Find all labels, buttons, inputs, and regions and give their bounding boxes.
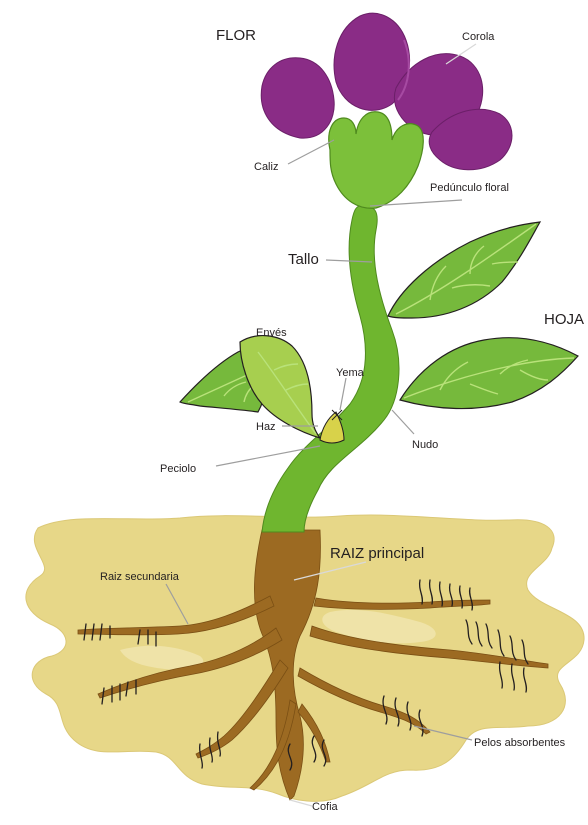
- label-pedunculo-floral: Pedúnculo floral: [430, 182, 509, 194]
- leaf-lower: [400, 338, 578, 409]
- petal: [261, 58, 334, 138]
- leader-nudo: [392, 410, 414, 434]
- label-tallo: Tallo: [288, 251, 319, 268]
- leader-yema: [340, 378, 346, 410]
- label-flor: FLOR: [216, 27, 256, 44]
- label-nudo: Nudo: [412, 439, 438, 451]
- label-enves: Envés: [256, 327, 287, 339]
- leaf-left: [180, 336, 320, 438]
- label-yema: Yema: [336, 367, 365, 379]
- leaf-upper: [388, 222, 540, 318]
- label-cofia: Cofia: [312, 801, 339, 813]
- label-haz: Haz: [256, 421, 276, 433]
- label-caliz: Caliz: [254, 161, 278, 173]
- label-pelos-absorbentes: Pelos absorbentes: [474, 737, 566, 749]
- label-hoja: HOJA: [544, 311, 584, 328]
- label-raiz-secundaria: Raiz secundaria: [100, 571, 180, 583]
- label-peciolo: Peciolo: [160, 463, 196, 475]
- calyx: [329, 112, 424, 209]
- leader-caliz: [288, 140, 334, 164]
- label-raiz-principal: RAIZ principal: [330, 545, 424, 562]
- label-corola: Corola: [462, 31, 495, 43]
